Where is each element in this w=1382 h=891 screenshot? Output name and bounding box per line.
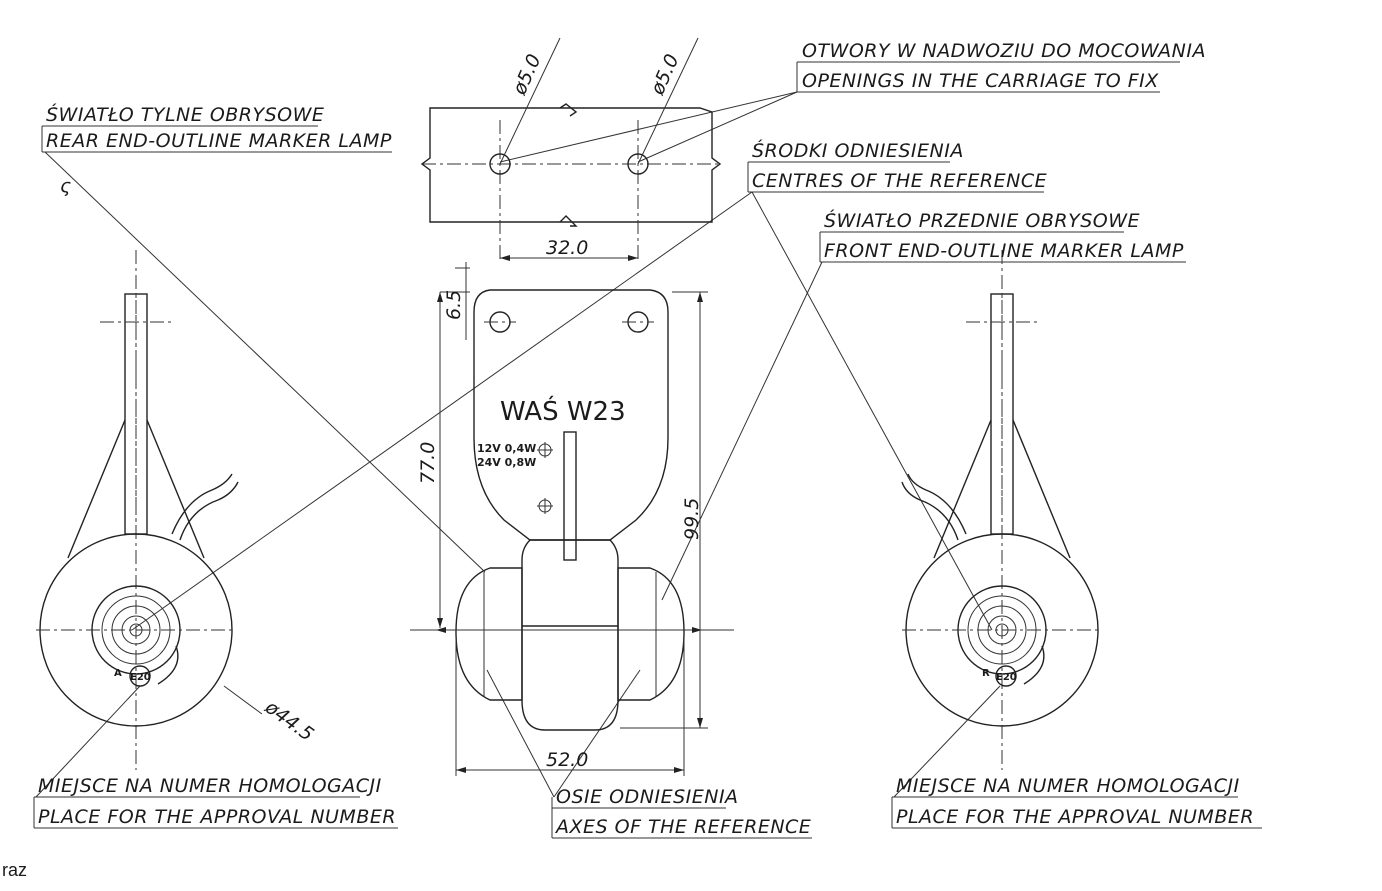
centres-label-en: CENTRES OF THE REFERENCE <box>752 170 1047 192</box>
approval-prefix-left: A <box>114 668 122 679</box>
approval-right-label-pl: MIEJSCE NA NUMER HOMOLOGACJI <box>896 775 1240 797</box>
hole-spacing-dim: 32.0 <box>546 237 588 259</box>
lamp-right-side-view <box>901 250 1102 770</box>
openings-label-en: OPENINGS IN THE CARRIAGE TO FIX <box>802 70 1159 92</box>
lens-diameter-dim: ø44.5 <box>260 696 317 746</box>
approval-mark-right: E20 <box>996 672 1017 683</box>
footer-text: raz <box>2 860 27 880</box>
openings-label-pl: OTWORY W NADWOZIU DO MOCOWANIA <box>802 40 1206 62</box>
lamp-front-view <box>410 262 734 776</box>
axes-label-pl: OSIE ODNIESIENIA <box>556 786 739 808</box>
front-lamp-label-en: FRONT END-OUTLINE MARKER LAMP <box>824 240 1184 262</box>
approval-left-label-pl: MIEJSCE NA NUMER HOMOLOGACJI <box>38 775 382 797</box>
total-height-dim: 99.5 <box>681 498 703 540</box>
axes-label-en: AXES OF THE REFERENCE <box>554 816 811 838</box>
mounting-plate-view <box>420 37 722 262</box>
rating-24v: 24V 0,8W <box>477 456 536 469</box>
mounting-hole-1 <box>489 153 511 175</box>
label-underlines <box>33 61 1262 839</box>
approval-left-label-en: PLACE FOR THE APPROVAL NUMBER <box>38 806 396 828</box>
width-dim: 52.0 <box>546 749 588 771</box>
centres-label-pl: ŚRODKI ODNIESIENIA <box>752 138 964 162</box>
hole-diameter-1: ø5.0 <box>508 51 546 99</box>
rating-12v: 12V 0,4W <box>477 442 536 455</box>
rear-lamp-label-en: REAR END-OUTLINE MARKER LAMP <box>46 130 392 152</box>
rear-lamp-label-pl: ŚWIATŁO TYLNE OBRYSOWE <box>46 102 324 126</box>
approval-circle-right <box>995 665 1017 687</box>
side-mark: ς <box>60 175 72 197</box>
product-name: WAŚ W23 <box>500 395 626 427</box>
mounting-hole-2 <box>627 153 649 175</box>
hole-diameter-2: ø5.0 <box>646 51 684 99</box>
approval-mark-left: E20 <box>130 672 151 683</box>
bracket-height-dim: 77.0 <box>417 442 439 484</box>
approval-circle-left <box>129 665 151 687</box>
leader-lines <box>35 91 1001 798</box>
approval-right-label-en: PLACE FOR THE APPROVAL NUMBER <box>896 806 1254 828</box>
lamp-left-side-view <box>36 250 239 770</box>
top-offset-dim: 6.5 <box>443 290 465 320</box>
front-lamp-label-pl: ŚWIATŁO PRZEDNIE OBRYSOWE <box>824 208 1140 232</box>
approval-prefix-right: R <box>982 668 990 679</box>
